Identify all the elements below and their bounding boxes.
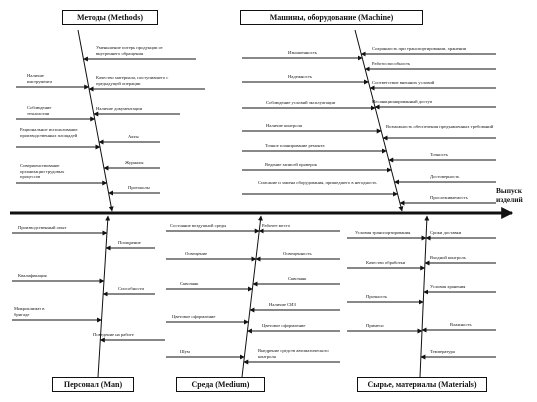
machine-cause-10: Точность xyxy=(430,152,448,157)
category-medium-header: Среда (Medium) xyxy=(176,377,265,392)
machine-cause-1: Сохранность при транспортировании, хране… xyxy=(372,46,467,51)
medium-cause-9: Шум xyxy=(180,349,190,354)
methods-cause-9: Протоколы xyxy=(128,185,150,190)
methods-cause-0: Уменьшение потерь продукции от внутренне… xyxy=(96,45,163,56)
medium-cause-4: Сквозняк xyxy=(180,281,199,286)
methods-cause-2: Качество материала, поступившего с преды… xyxy=(96,75,169,86)
man-cause-3: Способности xyxy=(118,286,144,291)
medium-cause-6: Наличие СИЗ xyxy=(269,302,296,307)
materials-cause-8: Температура xyxy=(430,349,455,354)
man-cause-4: Микроклимат в бригаде xyxy=(14,306,45,317)
methods-cause-5: Рациональное использование производствен… xyxy=(20,127,78,138)
medium-cause-8: Цветовое оформление xyxy=(262,323,306,328)
machine-cause-3: Надежность xyxy=(288,74,312,79)
medium-cause-1: Рабочее место xyxy=(262,223,290,228)
methods-cause-1: Наличие инструмента xyxy=(27,73,52,84)
methods-cause-8: Совершенствование организации трудовых п… xyxy=(20,163,65,180)
medium-cause-2: Освещение xyxy=(185,251,208,256)
materials-cause-0: Условия транспортирования xyxy=(355,230,411,235)
category-man-header: Персонал (Man) xyxy=(52,377,134,392)
machine-cause-11: Ведение записей проверок xyxy=(265,162,318,167)
medium-cause-10: Внедрение средств автоматического контро… xyxy=(258,348,329,359)
man-cause-1: Поощрение xyxy=(118,240,141,245)
machine-cause-8: Возможность обеспечения предъявленных тр… xyxy=(386,124,494,129)
bone-methods xyxy=(77,29,114,212)
category-methods-header: Методы (Methods) xyxy=(62,10,158,25)
output-label: Выпуск изделий xyxy=(496,186,523,204)
materials-cause-5: Прочность xyxy=(366,294,388,299)
machine-cause-14: Прослеживаемость xyxy=(430,195,468,200)
materials-cause-7: Примеси xyxy=(366,323,384,328)
materials-cause-3: Качество обработки xyxy=(366,260,406,265)
methods-cause-6: Акты xyxy=(128,134,139,139)
machine-cause-13: Списание и замена оборудования, пришедше… xyxy=(258,180,377,185)
materials-cause-4: Условия хранения xyxy=(430,284,466,289)
machine-cause-6: Несанкционированный доступ xyxy=(372,99,433,104)
medium-cause-0: Состояние воздушной среды xyxy=(170,223,227,228)
machine-cause-12: Достоверность xyxy=(430,174,460,179)
machine-cause-9: Точное планирование ремонта xyxy=(265,143,325,148)
medium-cause-5: Сквозняк xyxy=(288,276,307,281)
man-cause-2: Квалификация xyxy=(18,273,47,278)
machine-cause-4: Соответствие внешних условий xyxy=(372,80,435,85)
category-materials-header: Сырье, материалы (Materials) xyxy=(357,377,487,392)
medium-cause-3: Освещенность xyxy=(283,251,312,256)
machine-cause-7: Наличие контроля xyxy=(266,123,302,128)
machine-cause-0: Изношенность xyxy=(288,50,317,55)
methods-cause-3: Соблюдение технологии xyxy=(27,105,52,116)
machine-cause-2: Работоспособность xyxy=(372,61,411,66)
bone-man xyxy=(97,215,111,378)
methods-cause-4: Наличие документации xyxy=(96,106,143,111)
materials-cause-6: Влажность xyxy=(450,322,472,327)
materials-cause-2: Входной контроль xyxy=(430,255,466,260)
category-machine-header: Машины, оборудование (Machine) xyxy=(240,10,423,25)
materials-cause-1: Сроки доставки xyxy=(430,230,462,235)
machine-cause-5: Соблюдение условий эксплуатации xyxy=(266,100,336,105)
bone-materials xyxy=(419,215,430,378)
medium-cause-7: Цветовое оформление xyxy=(172,314,216,319)
bone-medium xyxy=(241,215,263,378)
man-cause-0: Производственный опыт xyxy=(18,225,67,230)
methods-cause-7: Журналы xyxy=(125,160,144,165)
man-cause-5: Поведение на работе xyxy=(93,332,134,337)
